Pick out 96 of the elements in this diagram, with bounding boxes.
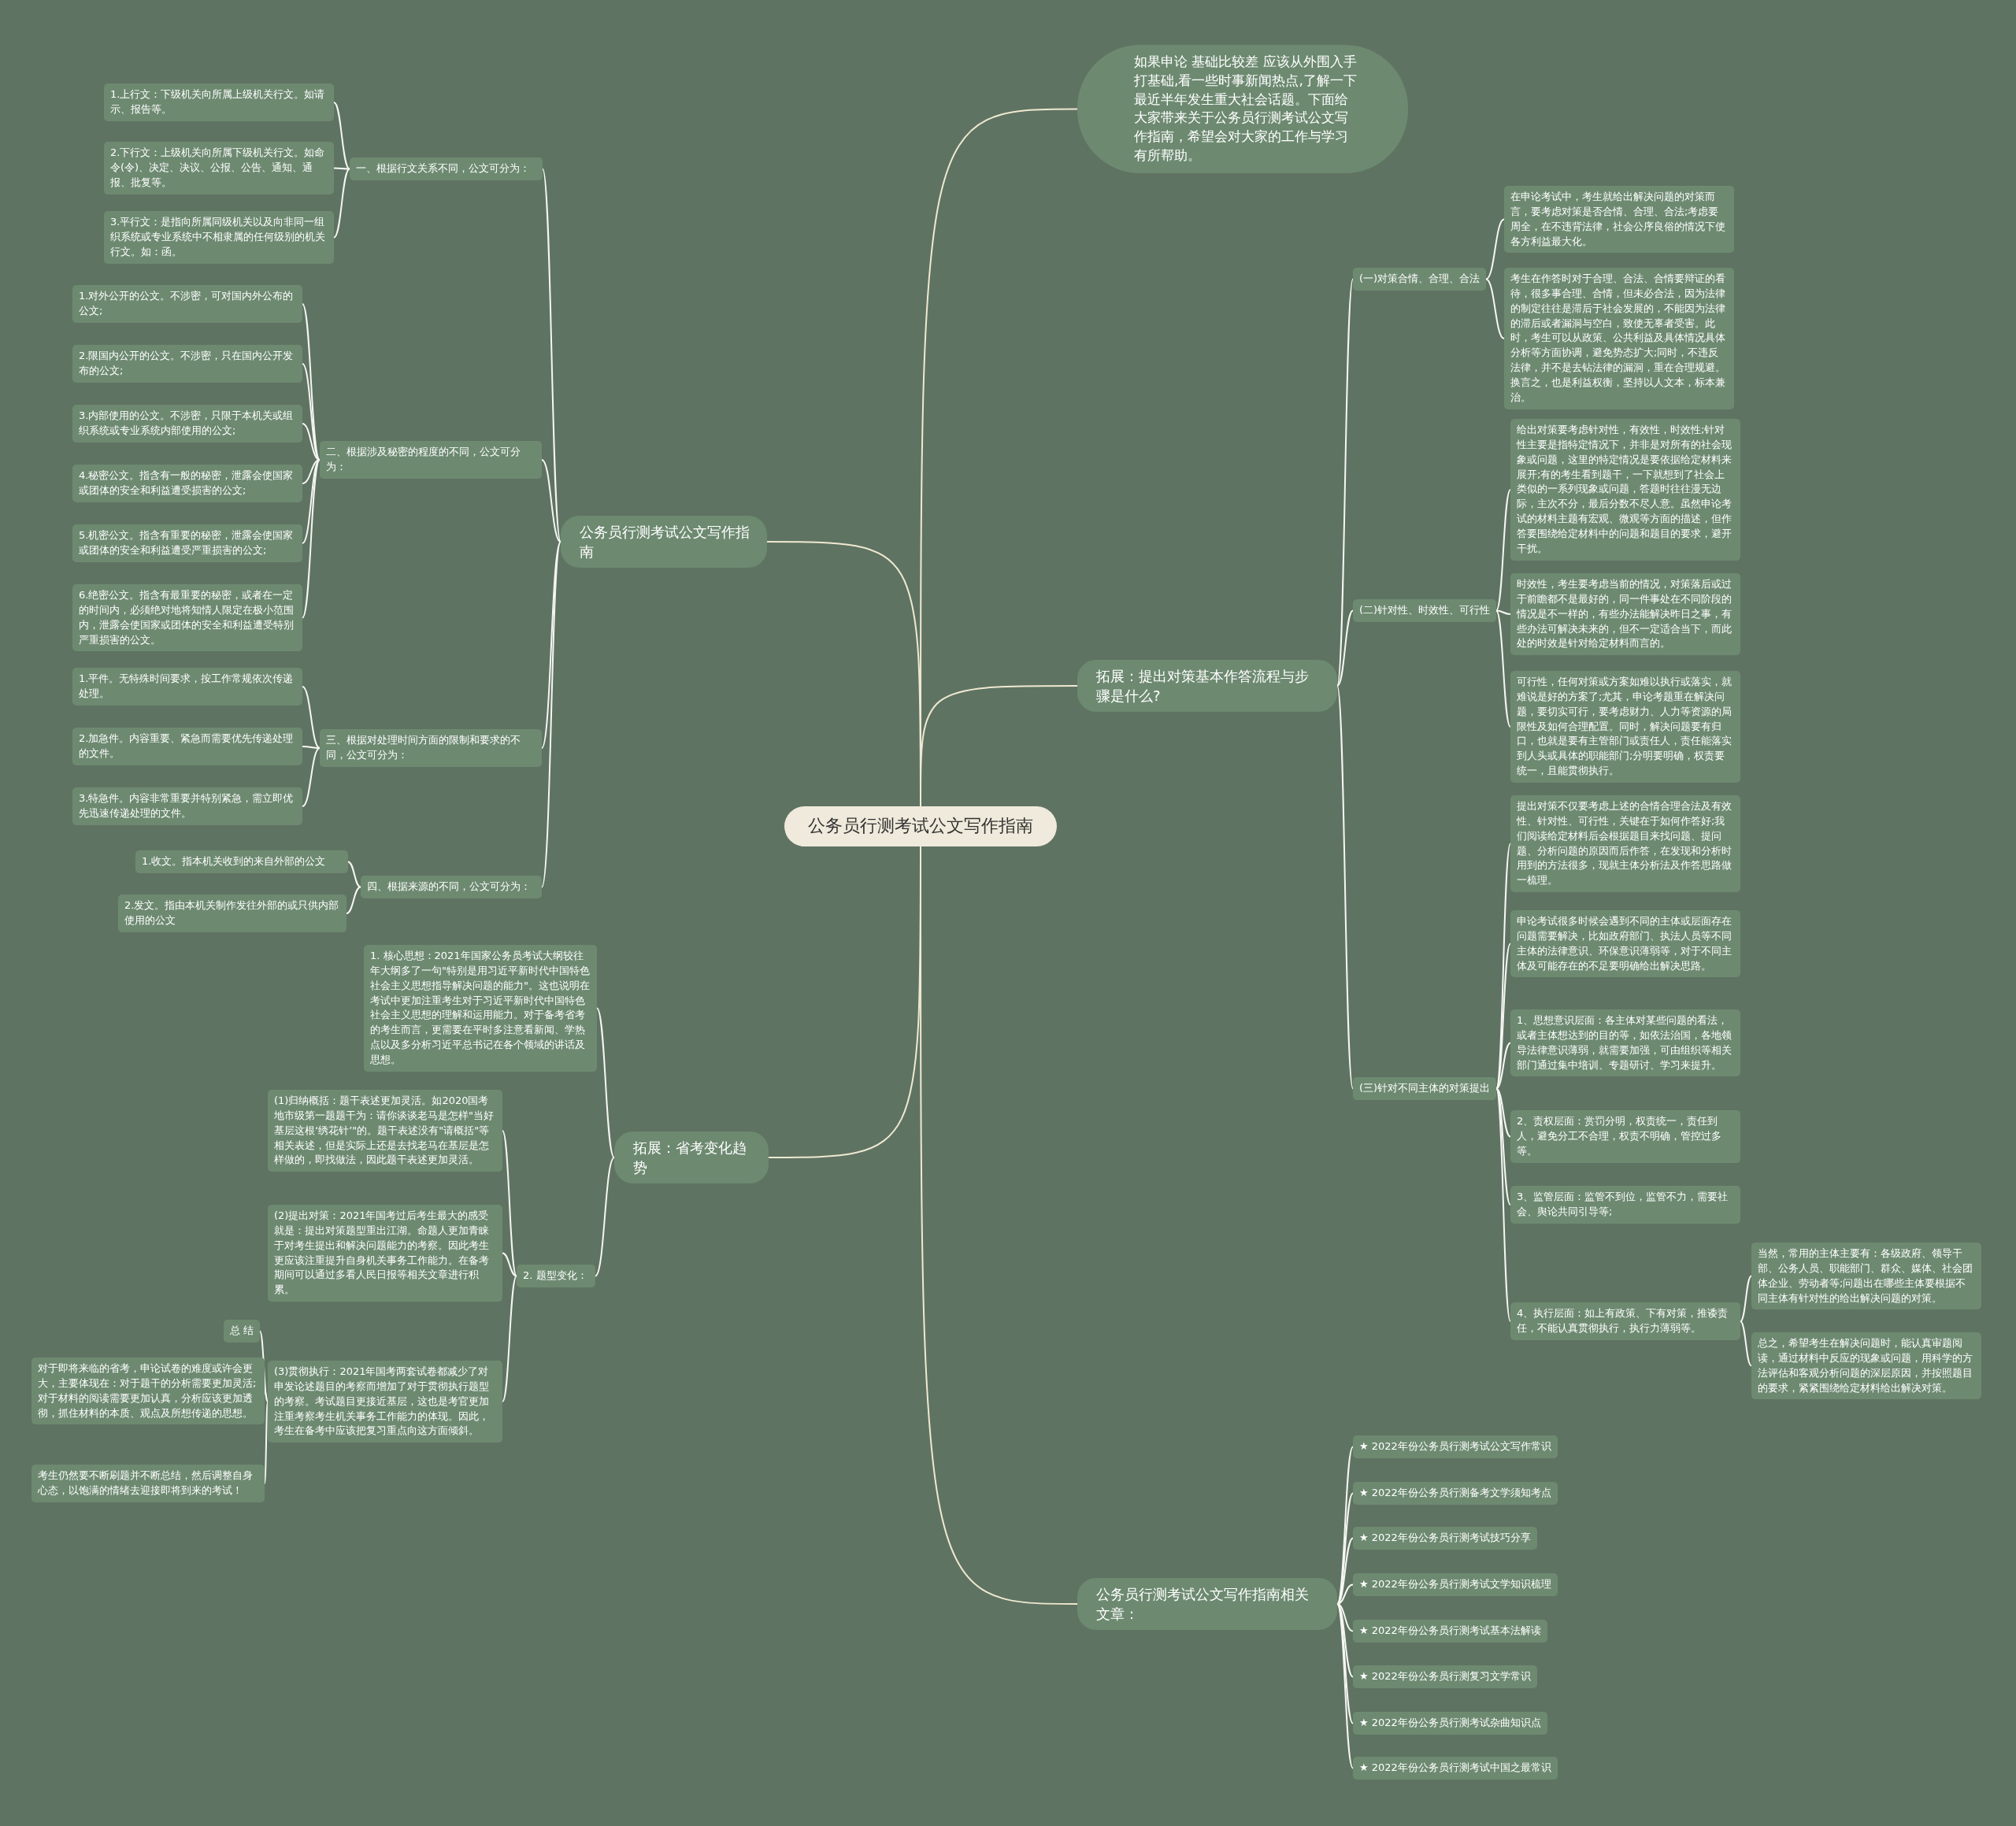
- connector-line: [302, 459, 321, 544]
- connector-line: [1740, 1275, 1752, 1322]
- connector-line: [542, 168, 561, 543]
- note-box: 1.上行文：下级机关向所属上级机关行文。如请示、报告等。: [104, 83, 334, 121]
- note-box: 2.限国内公开的公文。不涉密，只在国内公开发布的公文;: [72, 345, 302, 383]
- subtopic-box: 1.收文。指本机关收到的来自外部的公文: [135, 850, 348, 873]
- connector-line: [1485, 218, 1505, 280]
- connector-line: [920, 685, 1078, 807]
- connector-line: [1495, 609, 1511, 728]
- connector-line: [595, 1157, 615, 1277]
- connector-line: [302, 747, 321, 807]
- subtopic-box: 三、根据对处理时间方面的限制和要求的不同，公文可分为：: [320, 729, 542, 767]
- subtopic-box: 总 结: [224, 1320, 261, 1343]
- note-box: 5.机密公文。指含有重要的秘密，泄露会使国家或团体的安全和利益遭受严重损害的公文;: [72, 524, 302, 562]
- connector-line: [1336, 1603, 1354, 1632]
- intro-bubble: 如果申论 基础比较差 应该从外围入手打基础,看一些时事新闻热点,了解一下最近半年发生重大社会话题。下面给大家带来关于公务员行测考试公文写作指南，希望会对大家的工作与学习有所帮助。: [1077, 45, 1408, 173]
- connector-line: [346, 886, 361, 914]
- connector-line: [1336, 1603, 1354, 1769]
- note-box: 时效性，考生要考虑当前的情况，对策落后或过于前瞻都不是最好的，同一件事处在不同阶段的情况是不一样的，有些办法能解决昨日之事，有些办法可解决未来的，但不一定适合当下，而此处的时效是针对给定材料而言的。: [1510, 573, 1740, 656]
- branch-topic: 拓展：省考变化趋势: [614, 1132, 769, 1184]
- connector-line: [1336, 278, 1354, 687]
- central-topic: 公务员行测考试公文写作指南: [784, 806, 1057, 846]
- branch-topic: 公务员行测考试公文写作指南: [561, 516, 767, 569]
- note-box: 2.下行文：上级机关向所属下级机关行文。如命令(令)、决定、决议、公报、公告、通知、通报、批复等。: [104, 142, 334, 194]
- connector-line: [302, 423, 321, 461]
- connector-line: [302, 686, 321, 749]
- note-box: 可行性，任何对策或方案如难以执行或落实，就难说是好的方案了;尤其，申论考题重在解决问题，要切实可行，要考虑财力、人力等资源的局限性及如何合理配置。同时，解决问题要有归口，也就是要有主管部门或责任人，责任能落实到人头或具体的职能部门;分明要明确，权责要统一，且能贯彻执行。: [1510, 671, 1740, 783]
- connector-line: [502, 1130, 517, 1277]
- note-box: 1.对外公开的公文。不涉密，可对国内外公布的公文;: [72, 285, 302, 323]
- connector-line: [302, 459, 321, 619]
- note-box: 考生仍然要不断刷题并不断总结，然后调整自身心态，以饱满的情绪去迎接即将到来的考试！: [32, 1465, 265, 1502]
- subtopic-box: 二、根据涉及秘密的程度的不同，公文可分为：: [320, 441, 542, 479]
- connector-line: [1495, 489, 1511, 612]
- connector-line: [541, 541, 561, 749]
- connector-line: [541, 541, 561, 888]
- connector-line: [1495, 1042, 1511, 1090]
- subtopic-box: 一、根据行文关系不同，公文可分为：: [350, 157, 543, 180]
- connector-line: [1495, 609, 1511, 615]
- subtopic-box: ★ 2022年份公务员行测考试中国之最常识: [1353, 1757, 1558, 1780]
- connector-line: [541, 459, 561, 543]
- connector-line: [333, 102, 350, 170]
- note-box: 3、监管层面：监管不到位，监管不力，需要社会、舆论共同引导等;: [1510, 1186, 1740, 1224]
- subtopic-box: ★ 2022年份公务员行测备考文学须知考点: [1353, 1482, 1558, 1505]
- connector-line: [1336, 1583, 1354, 1605]
- note-box: (2)提出对策：2021年国考过后考生最大的感受就是：提出对策题型重出江湖。命题人更加青睐于对考生提出和解决问题能力的考察。因此考生更应该注重提升自身机关事务工作能力。在备考期间可以通过多看人民日报等相关文章进行积累。: [268, 1205, 502, 1302]
- note-box: 3.内部使用的公文。不涉密，只限于本机关或组织系统或专业系统内部使用的公文;: [72, 405, 302, 443]
- note-box: 当然，常用的主体主要有：各级政府、领导干部、公务人员、职能部门、群众、媒体、社会团体企业、劳动者等;问题出在哪些主体要根据不同主体有针对性的给出解决问题的对策。: [1751, 1243, 1981, 1310]
- subtopic-box: 2. 题型变化：: [517, 1265, 595, 1287]
- note-box: 1、思想意识层面：各主体对某些问题的看法，或者主体想达到的目的等，如依法治国，各地领导法律意识薄弱，就需要加强，可由组织等相关部门通过集中培训、专题研讨、学习来提升。: [1510, 1009, 1740, 1077]
- connector-line: [502, 1252, 517, 1277]
- branch-topic: 拓展：提出对策基本作答流程与步骤是什么?: [1077, 660, 1337, 713]
- note-box: (3)贯彻执行：2021年国考两套试卷都减少了对申发论述题目的考察而增加了对于贯彻执行题型的考察。考试题目更接近基层，这也是考官更加注重考察考生机关事务工作能力的体现。因此，考生在备考中应该把复习重点向这方面倾斜。: [268, 1361, 502, 1443]
- connector-line: [302, 746, 321, 749]
- note-box: 1. 核心思想：2021年国家公务员考试大纲较往年大纲多了一句"特别是用习近平新时代中国特色社会主义思想指导解决问题的能力"。这也说明在考试中更加注重考生对于习近平新时代中国特色社会主义思想的理解和运用能力。对于备考省考的考生而言，更需要在平时多注意看新闻、学热点以及多分析习近平总书记在各个领域的讲话及思想。: [364, 945, 597, 1072]
- connector-line: [1485, 278, 1505, 339]
- note-box: 考生在作答时对于合理、合法、合情要辩证的看待，很多事合理、合情，但未必合法，因为法律的制定往往是滞后于社会发展的，不能因为法律的滞后或者漏洞与空白，致使无辜者受害。此时，考生可以从政策、公共利益及具体情况具体分析等方面协调，避免势态扩大;同时，不违反法律，并不是去钻法律的漏洞，重在合理规避。换言之，也是利益权衡，坚持以人文本，标本兼治。: [1504, 268, 1734, 409]
- connector-line: [596, 1007, 615, 1158]
- subtopic-box: ★ 2022年份公务员行测考试公文写作常识: [1353, 1435, 1558, 1458]
- connector-line: [502, 1275, 517, 1402]
- note-box: 4、执行层面：如上有政策、下有对策，推诿责任，不能认真贯彻执行，执行力薄弱等。: [1510, 1302, 1740, 1340]
- connector-line: [333, 168, 350, 239]
- note-box: 4.秘密公文。指含有一般的秘密，泄露会使国家或团体的安全和利益遭受损害的公文;: [72, 465, 302, 502]
- subtopic-box: ★ 2022年份公务员行测考试基本法解读: [1353, 1620, 1547, 1643]
- subtopic-box: ★ 2022年份公务员行测复习文学常识: [1353, 1665, 1537, 1688]
- note-box: 对于即将来临的省考，申论试卷的难度或许会更大，主要体现在：对于题干的分析需要更加灵活;对于材料的阅读需要更加认真，分析应该更加透彻，抓住材料的本质、观点及所想传递的思想。: [32, 1357, 265, 1425]
- connector-line: [1336, 685, 1354, 1090]
- subtopic-box: ★ 2022年份公务员行测考试技巧分享: [1353, 1527, 1537, 1550]
- subtopic-box: ★ 2022年份公务员行测考试文学知识梳理: [1353, 1573, 1558, 1596]
- note-box: 总之，希望考生在解决问题时，能认真审题阅读，通过材料中反应的现象或问题，用科学的方法评估和客观分析问题的深层原因，并按照题目的要求，紧紧围绕给定材料给出解决对策。: [1751, 1332, 1981, 1400]
- connector-line: [347, 861, 361, 888]
- subtopic-box: (三)针对不同主体的对策提出: [1353, 1077, 1497, 1100]
- note-box: 提出对策不仅要考虑上述的合情合理合法及有效性、针对性、可行性，关键在于如何作答好;我们阅读给定材料后会根据题目来找问题、提问题、分析问题的原因而后作答，在发现和分析时用到的方法很多，现就主体分析法及作答思路做一梳理。: [1510, 795, 1740, 893]
- note-box: 给出对策要考虑针对性，有效性，时效性;针对性主要是指特定情况下，并非是对所有的社会现象或问题，这里的特定情况是要依据给定材料来展开;有的考生看到题干，一下就想到了社会上类似的一系列现象或问题，答题时往往漫无边际，主次不分，最后分数不尽人意。虽然申论考试的材料主题有宏观、微观等方面的描述，但作答要围绕给定材料中的问题和题目的要求，避开干扰。: [1510, 419, 1740, 561]
- note-box: 2.加急件。内容重要、紧急而需要优先传递处理的文件。: [72, 728, 302, 765]
- branch-topic: 公务员行测考试公文写作指南相关文章：: [1077, 1578, 1337, 1631]
- note-box: 申论考试很多时候会遇到不同的主体或层面存在问题需要解决，比如政府部门、执法人员等不同主体的法律意识、环保意识薄弱等，对于不同主体及可能存在的不足要明确给出解决思路。: [1510, 910, 1740, 978]
- connector-line: [302, 363, 321, 461]
- note-box: (1)归纳概括：题干表述更加灵活。如2020国考地市级第一题题干为：请你谈谈老马是怎样"当好基层这根‘绣花针’"的。题干表述没有"请概括"等相关表述，但是实际上还是去找老马在基层是怎样做的，即找做法，因此题干表述更加灵活。: [268, 1090, 502, 1172]
- connector-line: [1495, 1087, 1511, 1138]
- subtopic-box: (一)对策合情、合理、合法: [1353, 268, 1487, 291]
- subtopic-box: 四、根据来源的不同，公文可分为：: [361, 876, 542, 898]
- note-box: 在申论考试中，考生就给出解决问题的对策而言，要考虑对策是否合情、合理、合法;考虑要周全，在不违背法律，社会公序良俗的情况下使各方利益最大化。: [1504, 186, 1734, 254]
- subtopic-box: ★ 2022年份公务员行测考试杂曲知识点: [1353, 1712, 1547, 1735]
- connector-line: [1336, 609, 1354, 687]
- connector-line: [302, 459, 321, 484]
- note-box: 6.绝密公文。指含有最重要的秘密，或者在一定的时间内，必须绝对地将知情人限定在极小范围内，泄露会使国家或团体的安全和利益遭受特别严重损害的公文。: [72, 584, 302, 652]
- subtopic-box: (二)针对性、时效性、可行性: [1353, 599, 1497, 622]
- note-box: 3.平行文：是指向所属同级机关以及向非同一组织系统或专业系统中不相隶属的任何级别的机关行文。如：函。: [104, 211, 334, 264]
- note-box: 3.特急件。内容非常重要并特别紧急，需立即优先迅速传递处理的文件。: [72, 787, 302, 825]
- note-box: 2、责权层面：赏罚分明，权责统一，责任到人，避免分工不合理，权责不明确，管控过多等。: [1510, 1110, 1740, 1163]
- connector-line: [1740, 1320, 1752, 1367]
- connector-line: [333, 167, 350, 170]
- note-box: 2.发文。指由本机关制作发往外部的或只供内部使用的公文: [118, 894, 346, 932]
- connector-line: [302, 303, 321, 461]
- connector-line: [264, 1401, 269, 1484]
- note-box: 1.平件。无特殊时间要求，按工作常规依次传递处理。: [72, 668, 302, 706]
